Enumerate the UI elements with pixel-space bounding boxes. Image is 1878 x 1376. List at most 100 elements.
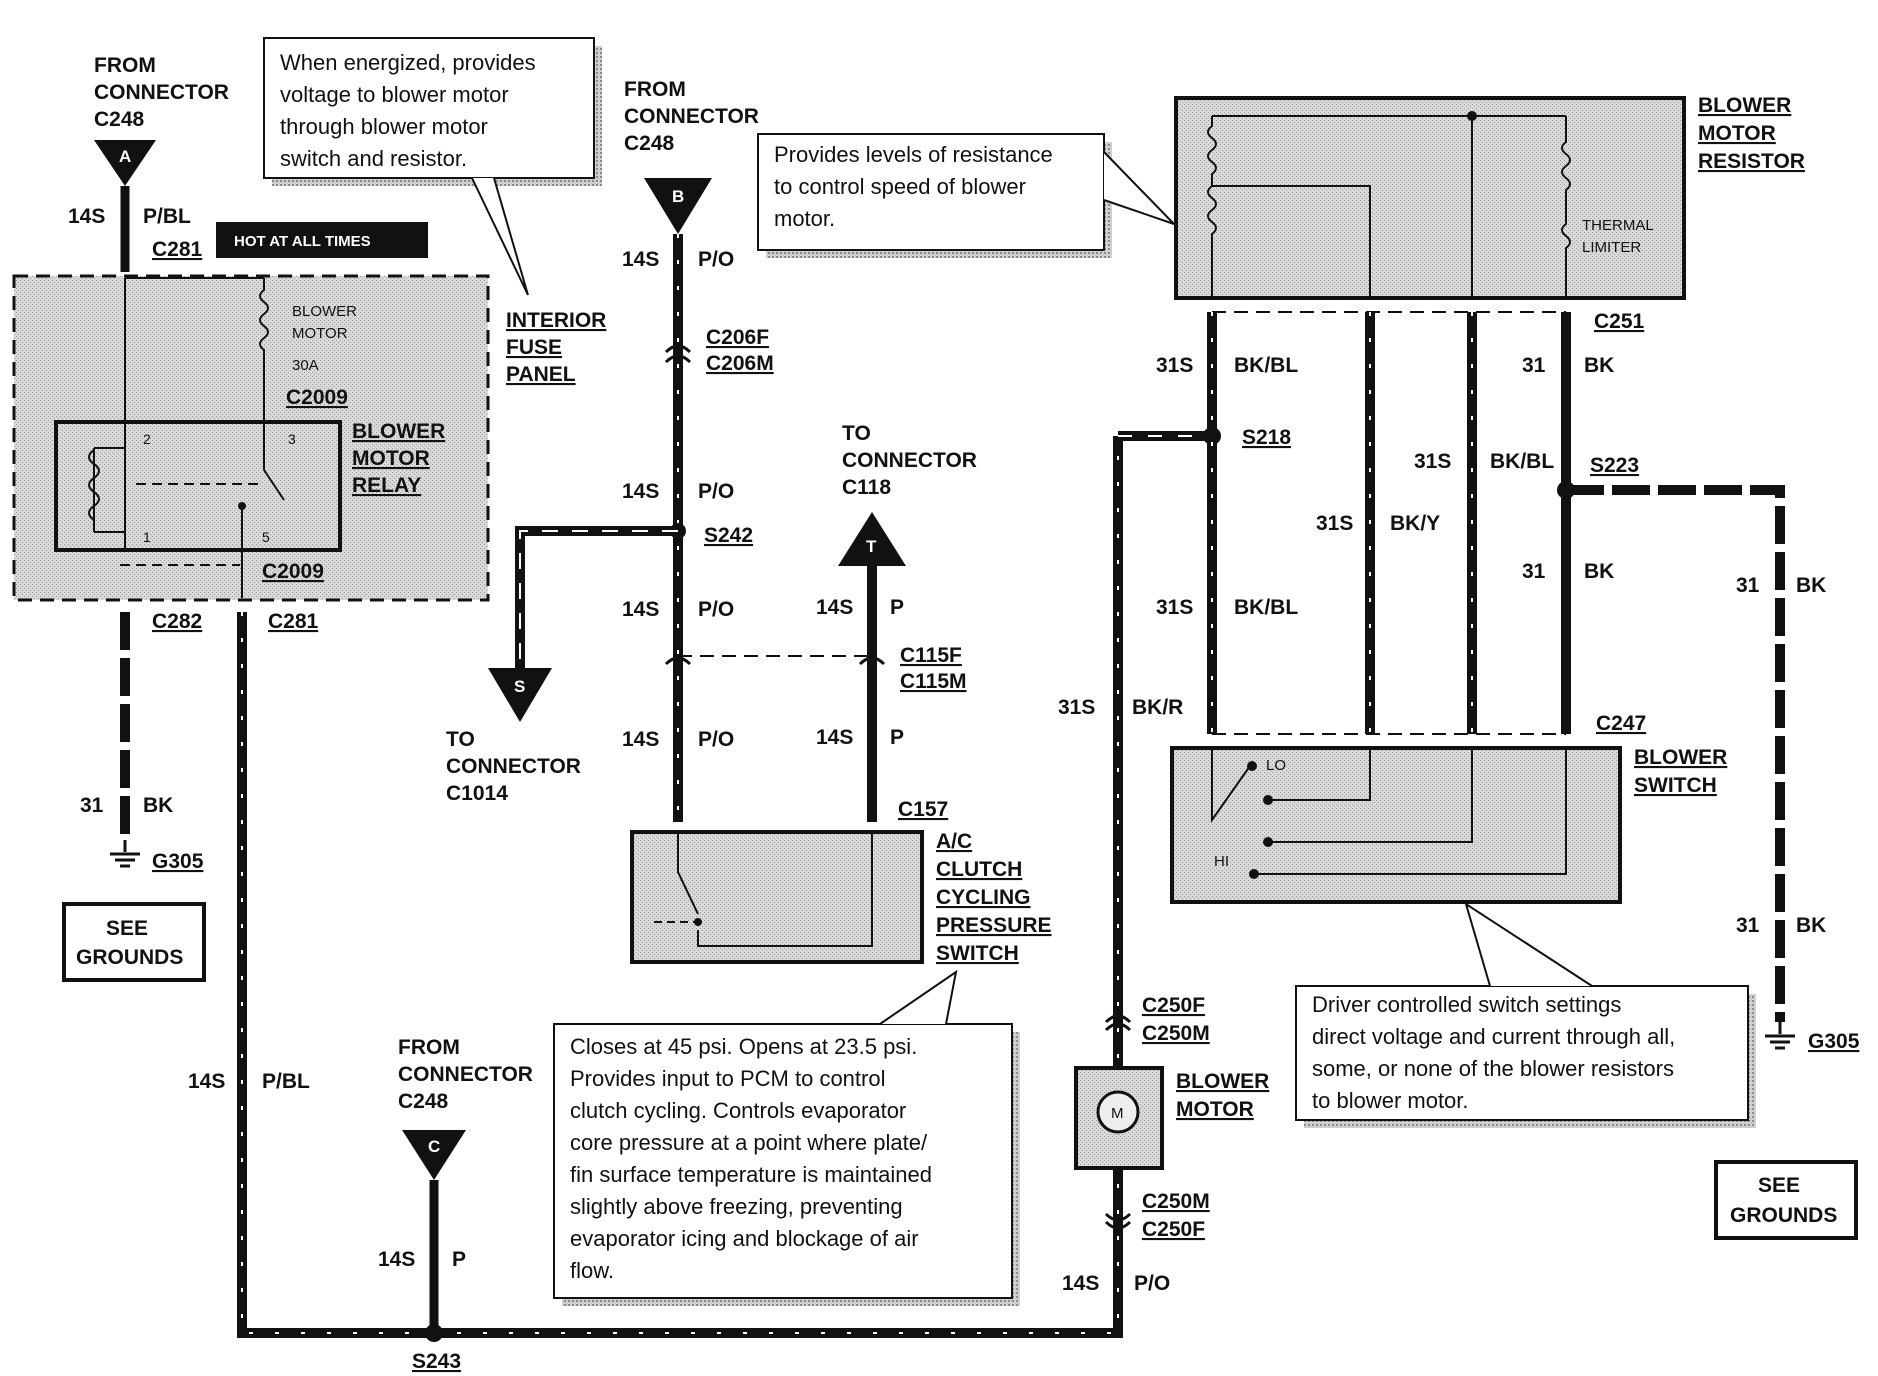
switch-note-pointer [1464, 901, 1593, 987]
c206f-label: C206F [706, 326, 769, 349]
wire-c282-gauge: 31 [80, 794, 104, 817]
wire-motor-top-gauge: 31S [1058, 696, 1095, 719]
ac-switch-label-1: A/C [936, 830, 972, 853]
relay-pin-1: 1 [143, 529, 151, 545]
blower-switch-internal [1211, 748, 1567, 875]
wire-b-bot-color: P/O [698, 728, 734, 751]
pressure-note-box [553, 1023, 1013, 1299]
c250m-top-label: C250M [1142, 1022, 1210, 1045]
pressure-note-callout: Closes at 45 psi. Opens at 23.5 psi. Pro… [553, 969, 1020, 1306]
fuse-note-line-4: switch and resistor. [280, 146, 467, 171]
switch-note-line-4: to blower motor. [1312, 1088, 1469, 1113]
connector-c-letter: C [428, 1137, 440, 1156]
relay-pin-5: 5 [262, 529, 270, 545]
ac-switch-label-2: CLUTCH [936, 858, 1022, 881]
connector-s-id: C1014 [446, 782, 508, 805]
connector-t-letter: T [866, 537, 877, 556]
pressure-note-line-6: slightly above freezing, preventing [570, 1194, 903, 1219]
thermal-limiter-1: THERMAL [1582, 217, 1654, 234]
c206m-label: C206M [706, 352, 774, 375]
wire-s-branch-hatch [519, 530, 678, 678]
c115f-label: C115F [900, 644, 962, 667]
switch-note-callout: Driver controlled switch settings direct… [1295, 901, 1756, 1128]
wire-b-low-color: P/O [698, 598, 734, 621]
connector-c-arrow [402, 1130, 466, 1180]
wire-t-top-color: P [890, 596, 904, 619]
wire-g-gauge-2: 31 [1736, 914, 1760, 937]
wire-t-top-gauge: 14S [816, 596, 853, 619]
g305-right-label: G305 [1808, 1030, 1860, 1053]
ac-switch-label-5: SWITCH [936, 942, 1019, 965]
switch-pos-hi [1249, 869, 1259, 879]
resistor-note-callout: Provides levels of resistance to control… [757, 133, 1175, 258]
thermal-limiter [1561, 116, 1571, 296]
connector-s-arrow [488, 668, 552, 722]
connector-t-id: C118 [842, 476, 891, 499]
switch-lo-label: LO [1266, 757, 1286, 774]
c250f-bot-label: C250F [1142, 1218, 1205, 1241]
wire-r4-color: BK [1584, 354, 1614, 377]
wire-r1-gauge: 31S [1156, 354, 1193, 377]
fuse-note-line-3: through blower motor [280, 114, 488, 139]
wire-r2-color: BK/Y [1390, 512, 1440, 535]
ground-g305-right-icon [1765, 1022, 1795, 1050]
see-grounds-left-box[interactable] [62, 902, 206, 982]
relay-coil [88, 448, 100, 532]
wire-b-mid-gauge: 14S [622, 480, 659, 503]
fuse-panel-label-3: PANEL [506, 363, 576, 386]
hot-at-all-times-badge [216, 222, 428, 258]
connector-c-id: C248 [398, 1090, 449, 1113]
resistor-note-pointer [1103, 151, 1175, 225]
fuse-note-pointer [471, 177, 529, 296]
hot-at-all-times-text: HOT AT ALL TIMES [234, 233, 371, 250]
pressure-note-line-7: evaporator icing and blockage of air [570, 1226, 919, 1251]
blower-motor-relay [54, 420, 342, 552]
wire-r1-color: BK/BL [1234, 354, 1298, 377]
wire-a-gauge: 14S [68, 205, 105, 228]
connector-a-group: FROM CONNECTOR C248 A 14S P/BL C281 [68, 54, 229, 272]
c281-top-label: C281 [152, 238, 203, 261]
pressure-note-line-2: Provides input to PCM to control [570, 1066, 885, 1091]
fuse-note-line-1: When energized, provides [280, 50, 536, 75]
resistor-label-2: MOTOR [1698, 122, 1776, 145]
relay-label-1: BLOWER [352, 420, 445, 443]
connector-c-from: FROM [398, 1036, 460, 1059]
s242-label: S242 [704, 524, 753, 547]
wire-r3-color: BK/BL [1490, 450, 1554, 473]
g305-left-label: G305 [152, 850, 204, 873]
pressure-note-line-1: Closes at 45 psi. Opens at 23.5 psi. [570, 1034, 917, 1059]
fuse-label-3: 30A [292, 357, 319, 374]
wire-motor-top-color: BK/R [1132, 696, 1183, 719]
fuse-note-callout: When energized, provides voltage to blow… [263, 37, 602, 296]
connector-t-arrow [838, 512, 906, 566]
connector-a-letter: A [119, 147, 131, 166]
wire-r1b-color: BK/BL [1234, 596, 1298, 619]
resistor-note-box [757, 133, 1105, 251]
c247-label: C247 [1596, 712, 1646, 735]
see-grounds-right-box[interactable] [1714, 1160, 1858, 1240]
motor-icon [1096, 1090, 1140, 1134]
wire-c282-color: BK [143, 794, 173, 817]
relay-pin-2: 2 [143, 431, 151, 447]
pressure-note-line-4: core pressure at a point where plate/ [570, 1130, 928, 1155]
connector-t-to: TO [842, 422, 871, 445]
wire-relay-out-color: P/BL [262, 1070, 310, 1093]
blower-switch-label-2: SWITCH [1634, 774, 1717, 797]
connector-s-connector: CONNECTOR [446, 755, 581, 778]
wire-c-color: P [452, 1248, 466, 1271]
fuse-panel-label-2: FUSE [506, 336, 562, 359]
switch-pos-m2 [1263, 837, 1273, 847]
wire-motor-bot-color: P/O [1134, 1272, 1170, 1295]
c115-connector-icon [664, 656, 886, 666]
wire-motor-bot-gauge: 14S [1062, 1272, 1099, 1295]
ac-switch-internal [677, 832, 873, 947]
connector-c-connector: CONNECTOR [398, 1063, 533, 1086]
relay-contact [238, 502, 246, 510]
connector-t-connector: CONNECTOR [842, 449, 977, 472]
resistor-label-3: RESISTOR [1698, 150, 1805, 173]
c251-label: C251 [1594, 310, 1645, 333]
resistor-label-1: BLOWER [1698, 94, 1791, 117]
blower-motor-resistor [1174, 96, 1686, 300]
